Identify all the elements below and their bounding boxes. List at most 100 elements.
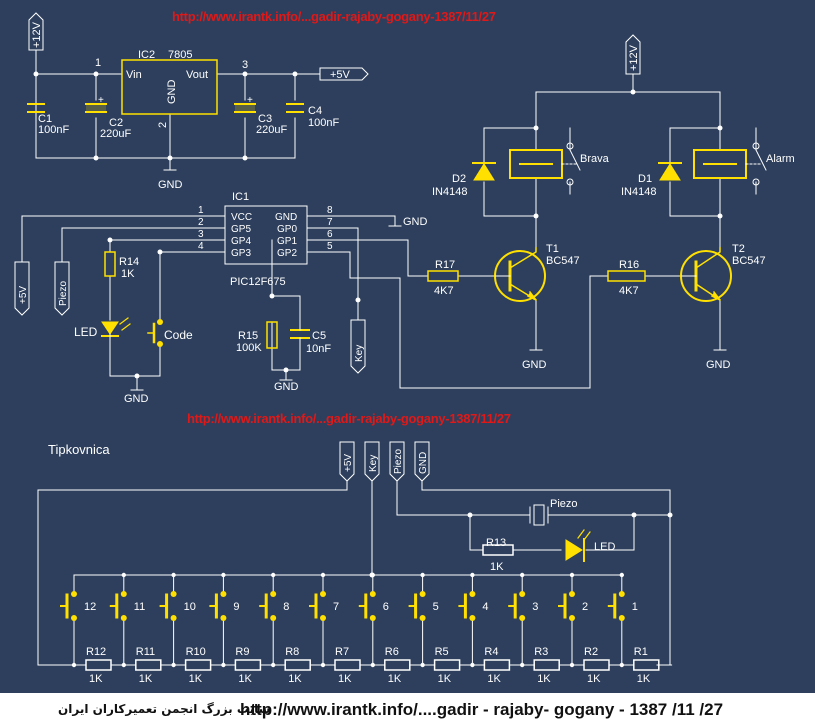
d2-diode [472, 162, 496, 181]
key-8-button[interactable]: 8 [259, 574, 289, 666]
keypad-conn-key-label: Key [368, 455, 379, 472]
key-11-button[interactable]: 11 [109, 574, 145, 666]
ladder-resistor-value: 1K [338, 673, 352, 685]
t1-name: T1 [546, 243, 559, 255]
ic1-pin-gp5: GP5 [231, 224, 251, 235]
r16-resistor [607, 270, 646, 282]
ladder-resistor-value: 1K [637, 673, 651, 685]
keypad-led-label: LED [594, 541, 615, 553]
key-label: 11 [134, 601, 145, 613]
ladder-resistor-name: R8 [285, 646, 299, 658]
junction-dot [221, 572, 226, 578]
ladder-resistor-value: 1K [189, 673, 203, 685]
footer-bar [0, 697, 815, 725]
c3-name: C3 [258, 113, 272, 125]
key-label: 2 [582, 601, 588, 613]
t1-transistor [494, 247, 546, 302]
regulator-supply-label: +12V [31, 21, 43, 48]
junction-dot [370, 572, 375, 578]
c4-value: 100nF [308, 117, 339, 129]
key-label: 4 [482, 601, 488, 613]
key-flag-mcu [350, 319, 366, 374]
key-9-button[interactable]: 9 [209, 574, 240, 666]
r15-gnd-label: GND [274, 381, 299, 393]
key-12-button[interactable]: 12 [60, 574, 96, 666]
t2-gnd-label: GND [706, 359, 731, 371]
key-10-button[interactable]: 10 [159, 574, 196, 666]
t1-value: BC547 [546, 255, 580, 267]
watermark-middle: http://www.irantk.info/...gadir-rajaby-g… [187, 411, 511, 426]
r15-resistor [266, 321, 278, 349]
ladder-resistor-name: R5 [435, 646, 449, 658]
keypad-piezo-label: Piezo [550, 498, 578, 510]
ladder-resistor-value: 1K [238, 673, 252, 685]
ic1-num-3: 3 [198, 229, 204, 240]
t2-transistor [680, 247, 732, 302]
plus5v-flag-mcu [14, 261, 30, 316]
keypad-conn-piezo [389, 441, 405, 482]
ladder-resistor-value: 1K [139, 673, 153, 685]
c5-value: 10nF [306, 343, 331, 355]
r15-value: 100K [236, 342, 262, 354]
ladder-resistor-R11: R11 1K [123, 646, 175, 685]
ic2-7805-body [121, 59, 218, 115]
status-led [101, 317, 131, 346]
key-label: 12 [84, 601, 96, 613]
code-button[interactable] [147, 319, 163, 347]
key-flag-label: Key [354, 345, 365, 362]
c5-name: C5 [312, 330, 326, 342]
ic1-gnd-label: GND [403, 216, 428, 228]
led-label: LED [74, 325, 98, 339]
key-4-button[interactable]: 4 [458, 574, 489, 666]
ladder-resistor-value: 1K [537, 673, 551, 685]
key-5-button[interactable]: 5 [408, 574, 439, 666]
key-label: 6 [383, 601, 389, 613]
ladder-resistor-value: 1K [388, 673, 402, 685]
keypad-conn-5v [339, 441, 355, 482]
ladder-resistor-value: 1K [487, 673, 501, 685]
r14-value: 1K [121, 268, 135, 280]
key-3-button[interactable]: 3 [508, 574, 538, 666]
ic1-num-6: 6 [327, 229, 333, 240]
d2-name: D2 [452, 173, 466, 185]
t2-value: BC547 [732, 255, 766, 267]
relay-brava-label: Brava [580, 153, 610, 165]
ladder-resistor-name: R7 [335, 646, 349, 658]
ic1-num-4: 4 [198, 241, 204, 252]
c3-value: 220uF [256, 124, 287, 136]
ladder-resistor-value: 1K [587, 673, 601, 685]
ladder-resistor-name: R11 [136, 646, 155, 658]
key-label: 9 [233, 601, 239, 613]
c4-name: C4 [308, 105, 322, 117]
key-label: 10 [184, 601, 196, 613]
key-1-button[interactable]: 1 [607, 574, 638, 666]
key-7-button[interactable]: 7 [309, 574, 339, 666]
r14-name: R14 [119, 256, 139, 268]
ic2-part: 7805 [168, 49, 192, 61]
keypad-conn-5v-label: +5V [343, 454, 354, 472]
d1-value: IN4148 [621, 186, 656, 198]
footer-url-text: http://www.irantk.info/....gadir - rajab… [240, 700, 724, 719]
keypad-conn-gnd-label: GND [418, 452, 429, 474]
ic1-pic12f675-body [224, 205, 308, 265]
r17-value: 4K7 [434, 285, 454, 297]
ic1-num-2: 2 [198, 217, 204, 228]
ic1-pin-gp0: GP0 [277, 224, 297, 235]
mcu-piezo-flag-label: Piezo [58, 281, 69, 306]
ladder-resistor-name: R3 [534, 646, 548, 658]
r13-name: R13 [486, 537, 506, 549]
r13-value: 1K [490, 561, 504, 573]
key-2-button[interactable]: 2 [558, 574, 588, 666]
t1-gnd-label: GND [522, 359, 547, 371]
d1-diode [658, 162, 682, 181]
key-label: 8 [283, 601, 289, 613]
junction-dot [271, 572, 276, 578]
key-6-button[interactable]: 6 [358, 574, 389, 666]
ic1-num-7: 7 [327, 217, 333, 228]
r16-value: 4K7 [619, 285, 639, 297]
piezo-buzzer [529, 504, 549, 526]
